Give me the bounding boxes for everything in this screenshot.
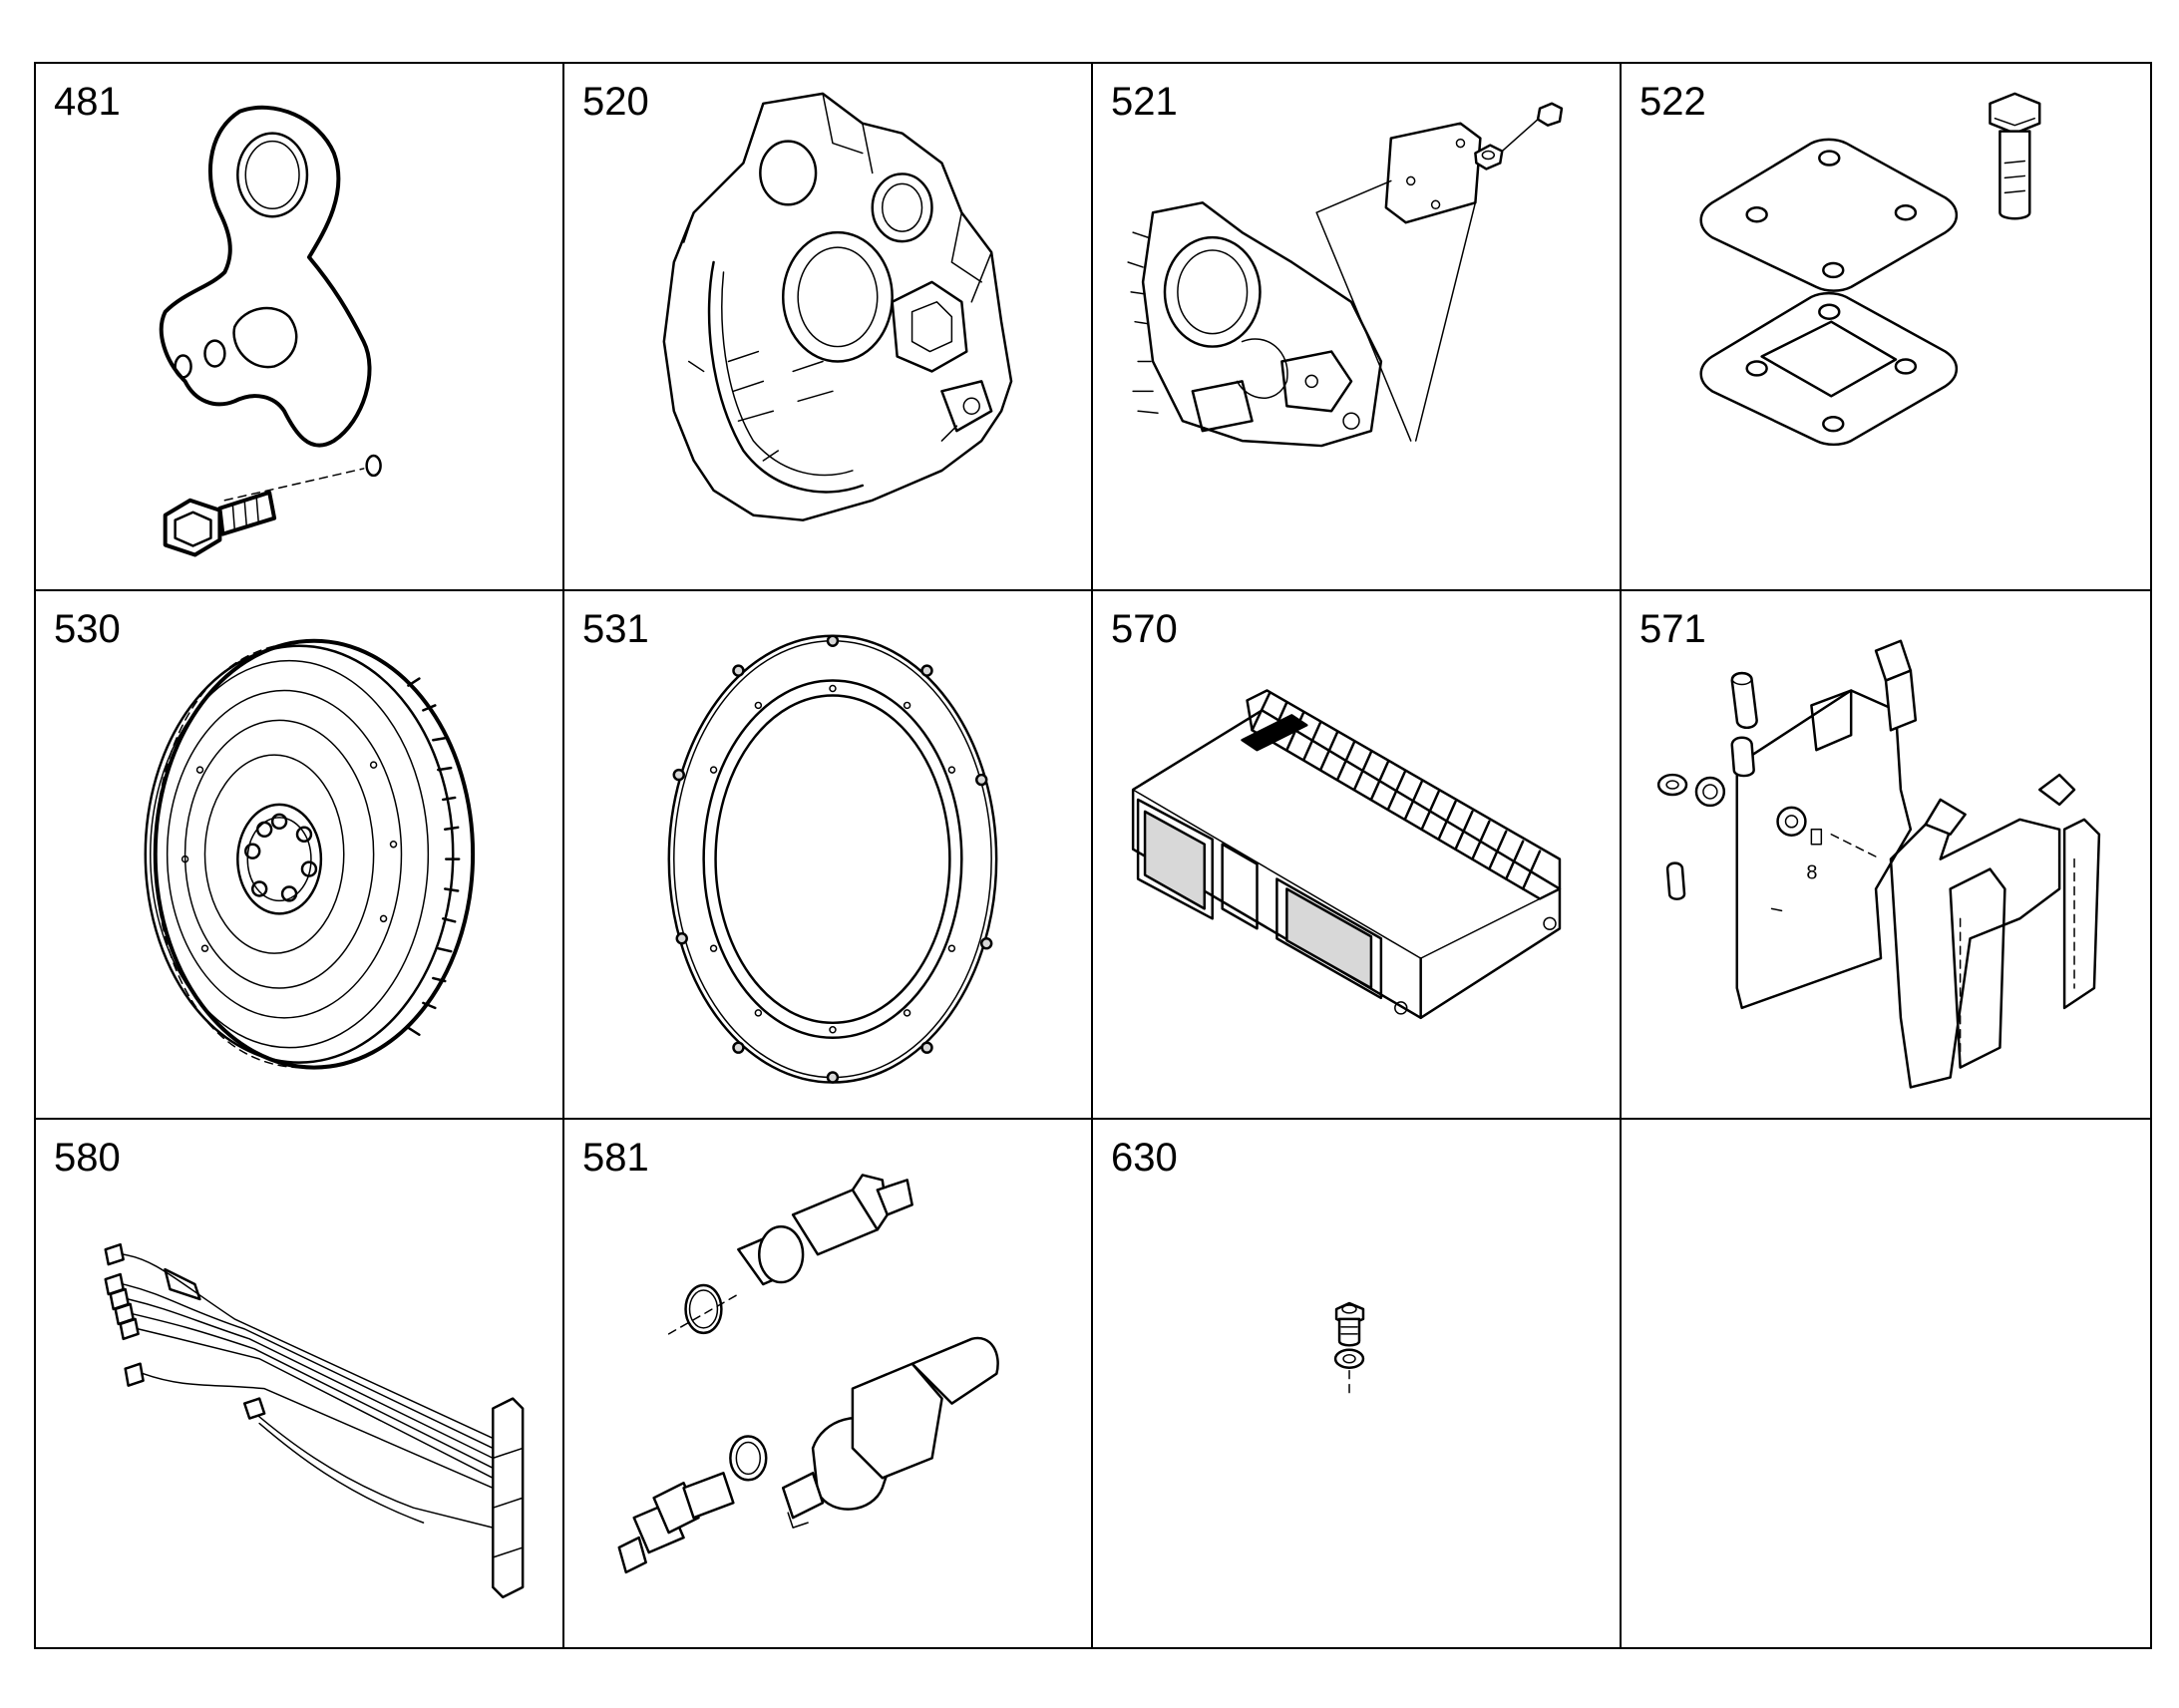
empty-cell — [1622, 1120, 2150, 1647]
part-number: 571 — [1639, 607, 1706, 652]
part-number: 531 — [582, 607, 649, 652]
part-number: 630 — [1111, 1135, 1178, 1180]
part-number: 581 — [582, 1135, 649, 1180]
sensor-icon — [617, 1173, 999, 1573]
part-cell-630[interactable]: 630 — [1093, 1119, 1622, 1647]
control-unit-icon — [1131, 689, 1562, 1020]
part-number: 520 — [582, 80, 649, 124]
mounting-bracket-icon: 8 — [1656, 639, 2101, 1090]
flywheel-icon — [144, 639, 476, 1070]
part-cell-520[interactable]: 520 — [564, 64, 1093, 592]
bracket-icon — [159, 105, 382, 557]
part-cell-530[interactable]: 530 — [36, 591, 564, 1120]
part-cell-522[interactable]: 522 — [1622, 64, 2150, 592]
part-number: 522 — [1639, 80, 1706, 124]
part-cell-570[interactable]: 570 — [1093, 591, 1622, 1120]
cover-plate-icon — [1127, 102, 1564, 448]
part-cell-580[interactable]: 580 — [36, 1119, 564, 1647]
part-number: 481 — [54, 80, 121, 124]
parts-grid: 481 520 — [34, 62, 2152, 1649]
part-number: 580 — [54, 1135, 121, 1180]
part-cell-571[interactable]: 571 8 — [1622, 591, 2150, 1120]
part-number: 530 — [54, 607, 121, 652]
flywheel-housing-icon — [662, 92, 1013, 521]
ring-flange-icon — [667, 634, 998, 1085]
part-cell-481[interactable]: 481 — [36, 64, 564, 592]
callout-label: 8 — [1806, 862, 1817, 884]
plug-screw-icon — [1333, 1301, 1365, 1400]
wiring-harness-icon — [104, 1242, 525, 1598]
part-cell-581[interactable]: 581 — [564, 1119, 1093, 1647]
part-number: 570 — [1111, 607, 1178, 652]
part-cell-531[interactable]: 531 — [564, 591, 1093, 1120]
gasket-plate-icon — [1699, 92, 2041, 447]
part-number: 521 — [1111, 80, 1178, 124]
part-cell-521[interactable]: 521 — [1093, 64, 1622, 592]
